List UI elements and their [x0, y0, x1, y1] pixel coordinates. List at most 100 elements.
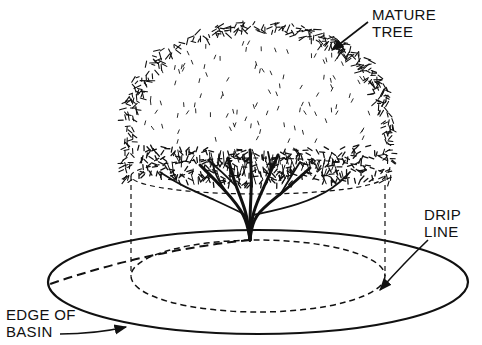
foliage-stroke	[212, 29, 216, 31]
foliage-stroke	[160, 101, 161, 105]
foliage-stroke	[281, 158, 285, 161]
foliage-stroke	[368, 111, 369, 115]
foliage-stroke	[131, 154, 134, 158]
foliage-stroke	[315, 139, 317, 143]
foliage-stroke	[250, 124, 252, 128]
foliage-stroke	[311, 38, 312, 44]
foliage-stroke	[378, 104, 379, 110]
foliage-stroke	[334, 40, 335, 43]
twig	[306, 162, 311, 176]
foliage-stroke	[147, 147, 150, 151]
callout-label: DRIP LINE	[424, 206, 476, 240]
twig	[282, 175, 287, 184]
foliage-stroke	[196, 147, 198, 152]
foliage-stroke	[371, 70, 376, 72]
twig	[173, 174, 176, 181]
foliage-stroke	[148, 78, 150, 81]
foliage-stroke	[141, 78, 142, 81]
foliage-stroke	[378, 81, 382, 83]
foliage-stroke	[366, 145, 371, 146]
foliage-stroke	[356, 169, 360, 172]
foliage-stroke	[351, 155, 356, 157]
callout-label: MATURE TREE	[372, 6, 454, 40]
foliage-stroke	[137, 101, 140, 103]
foliage-stroke	[189, 153, 194, 155]
foliage-stroke	[287, 50, 288, 54]
foliage-stroke	[269, 90, 271, 94]
foliage-stroke	[177, 113, 179, 117]
foliage-stroke	[263, 167, 264, 172]
twig	[207, 170, 209, 179]
foliage-stroke	[261, 25, 263, 30]
foliage-stroke	[378, 96, 381, 99]
foliage-stroke	[129, 97, 132, 103]
foliage-stroke	[383, 157, 387, 160]
foliage-stroke	[253, 105, 254, 109]
foliage-stroke	[149, 157, 153, 160]
foliage-stroke	[256, 103, 258, 107]
foliage-stroke	[133, 135, 137, 138]
foliage-stroke	[369, 68, 371, 70]
foliage-stroke	[360, 76, 362, 79]
foliage-stroke	[329, 173, 334, 175]
foliage-stroke	[161, 168, 166, 170]
twig	[198, 177, 199, 184]
foliage-stroke	[275, 48, 276, 52]
twig	[181, 155, 183, 167]
twig	[189, 155, 194, 163]
foliage-stroke	[186, 111, 188, 114]
foliage-stroke	[125, 163, 126, 168]
foliage-stroke	[296, 154, 298, 159]
foliage-stroke	[356, 145, 359, 149]
foliage-stroke	[198, 79, 200, 83]
foliage-stroke	[226, 114, 228, 118]
foliage-stroke	[245, 26, 250, 30]
foliage-stroke	[381, 89, 384, 95]
foliage-stroke	[128, 130, 132, 133]
foliage-stroke	[328, 165, 333, 167]
foliage-stroke	[336, 48, 339, 49]
foliage-stroke	[384, 107, 388, 111]
foliage-stroke	[363, 64, 369, 69]
foliage-stroke	[200, 36, 201, 41]
foliage-stroke	[282, 25, 285, 30]
foliage-stroke	[285, 31, 288, 33]
foliage-stroke	[389, 136, 392, 140]
twig	[199, 155, 200, 162]
foliage-stroke	[149, 171, 152, 175]
foliage-stroke	[136, 94, 138, 100]
foliage-stroke	[132, 141, 137, 142]
foliage-stroke	[338, 153, 342, 156]
foliage-stroke	[335, 105, 337, 109]
twig	[233, 166, 234, 177]
foliage-stroke	[388, 181, 389, 186]
foliage-stroke	[154, 50, 160, 52]
foliage-stroke	[272, 179, 277, 180]
foliage-stroke	[222, 32, 224, 37]
projection-line	[384, 176, 385, 276]
foliage-stroke	[379, 181, 383, 183]
foliage-stroke	[136, 77, 139, 78]
foliage-stroke	[227, 78, 229, 81]
foliage-stroke	[261, 47, 262, 51]
foliage-stroke	[221, 177, 225, 179]
foliage-stroke	[392, 125, 394, 130]
foliage-stroke	[346, 54, 349, 60]
foliage-stroke	[357, 64, 363, 65]
foliage-stroke	[295, 30, 300, 35]
foliage-stroke	[132, 149, 133, 154]
foliage-stroke	[123, 158, 127, 161]
foliage-stroke	[234, 28, 239, 32]
foliage-stroke	[377, 87, 378, 90]
foliage-stroke	[155, 110, 157, 113]
foliage-stroke	[371, 75, 376, 76]
foliage-stroke	[234, 24, 236, 28]
foliage-stroke	[171, 55, 173, 59]
foliage-stroke	[368, 60, 375, 64]
foliage-stroke	[354, 178, 355, 183]
foliage-stroke	[242, 21, 244, 27]
twig	[267, 159, 271, 167]
foliage-stroke	[209, 35, 210, 38]
foliage-stroke	[118, 163, 123, 164]
foliage-stroke	[152, 64, 155, 66]
